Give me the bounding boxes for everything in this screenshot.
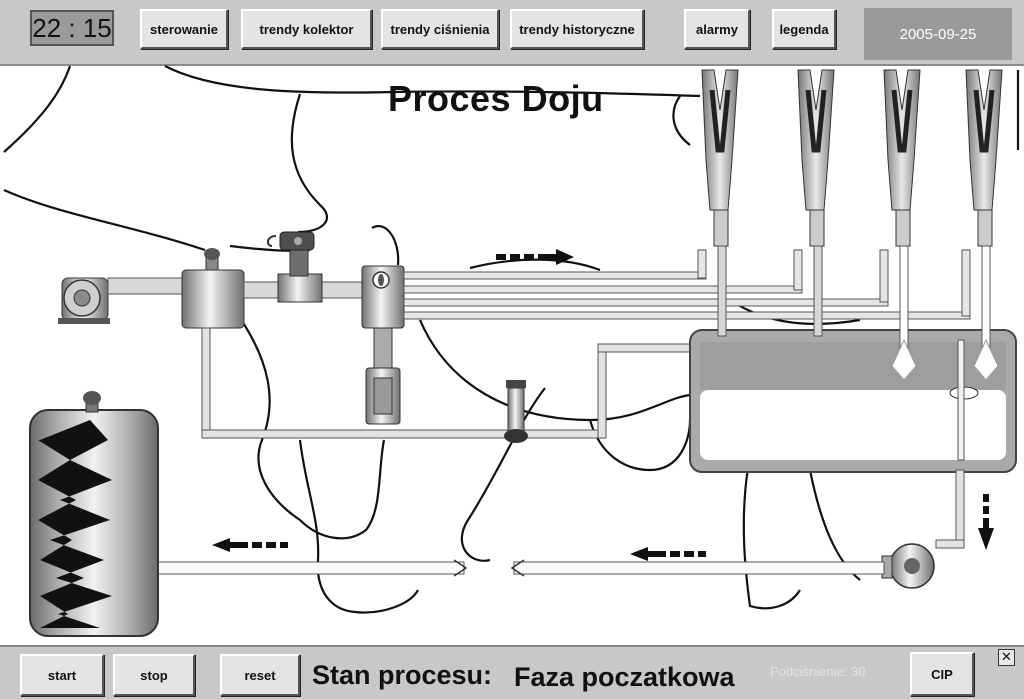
sterowanie-button[interactable]: sterowanie [140, 9, 228, 49]
vacuum-pipe [107, 277, 185, 295]
vacuum-pressure-readout: Podciśnienie: 30 [770, 664, 866, 679]
page-title: Proces Doju [388, 78, 604, 119]
legenda-button[interactable]: legenda [772, 9, 836, 49]
stop-button[interactable]: stop [113, 654, 195, 696]
clock-display: 22 : 15 [30, 10, 114, 46]
milk-outlet-pipe [935, 469, 965, 549]
start-button[interactable]: start [20, 654, 104, 696]
trendy-kolektor-button[interactable]: trendy kolektor [241, 9, 372, 49]
flow-arrow-down [978, 494, 994, 550]
trendy-cisnienia-button[interactable]: trendy ciśnienia [381, 9, 499, 49]
vacuum-valve [504, 380, 528, 443]
milk-pump [881, 543, 935, 589]
date-display: 2005-09-25 [864, 8, 1012, 60]
buffer-tank [181, 248, 245, 329]
process-status-label: Stan procesu: [312, 660, 493, 690]
flow-arrow-top [496, 249, 574, 265]
cip-button[interactable]: CIP [910, 652, 974, 696]
pulse-pipes [403, 249, 971, 320]
milk-receiver-tank [689, 329, 1017, 473]
storage-tank [29, 391, 159, 637]
milking-clusters [701, 69, 1003, 381]
trendy-historyczne-button[interactable]: trendy historyczne [510, 9, 644, 49]
return-pipe [201, 327, 705, 439]
clock-minutes: 15 [82, 13, 112, 43]
reset-button[interactable]: reset [220, 654, 300, 696]
clock-hours: 22 [32, 13, 62, 43]
pulsator [361, 265, 405, 425]
vacuum-regulator [266, 231, 323, 303]
flow-arrow-left-2 [630, 547, 706, 561]
close-icon[interactable]: ✕ [998, 649, 1015, 666]
vacuum-pump [58, 277, 110, 324]
flow-arrow-left-1 [212, 538, 288, 552]
alarmy-button[interactable]: alarmy [684, 9, 750, 49]
transfer-pipe [157, 559, 885, 577]
process-status-value: Faza poczatkowa [514, 662, 735, 692]
